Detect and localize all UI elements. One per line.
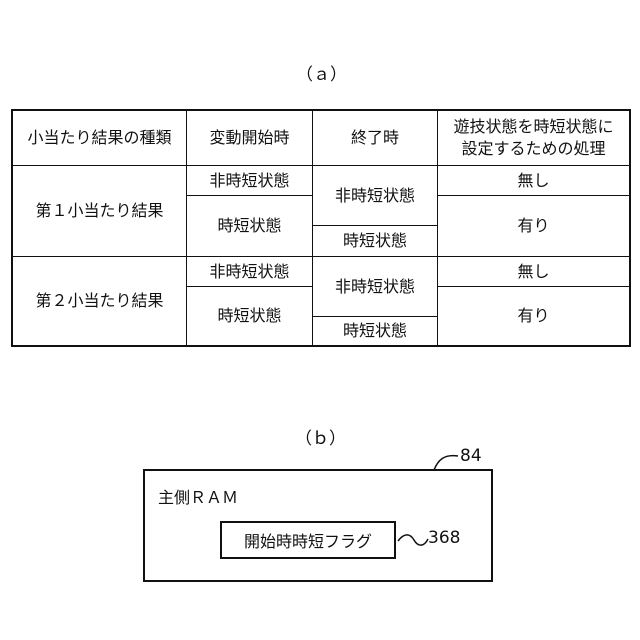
- row1-start-b: 時短状態: [187, 196, 312, 256]
- table-border-right: [629, 109, 631, 347]
- row1-proc-b: 有り: [438, 196, 629, 256]
- ram-ref-number: 84: [460, 446, 482, 466]
- start-time-short-flag: 開始時時短フラグ: [220, 521, 396, 559]
- table-border-bottom: [11, 345, 631, 347]
- part-b-label: （ｂ）: [295, 424, 345, 449]
- header-process-line2: 設定するための処理: [461, 138, 605, 160]
- row2-proc-b: 有り: [438, 287, 629, 345]
- header-process: 遊技状態を時短状態に 設定するための処理: [438, 111, 629, 165]
- row2-start-b: 時短状態: [187, 287, 312, 345]
- header-process-line1: 遊技状態を時短状態に: [453, 116, 613, 138]
- row1-end-a: 非時短状態: [313, 166, 437, 225]
- row1-proc-a: 無し: [438, 166, 629, 195]
- flag-label: 開始時時短フラグ: [244, 528, 372, 552]
- row2-start-a: 非時短状態: [187, 257, 312, 286]
- row2-result: 第２小当たり結果: [13, 257, 186, 345]
- header-end: 終了時: [313, 111, 437, 165]
- row1-end-b: 時短状態: [313, 226, 437, 256]
- header-start: 変動開始時: [187, 111, 312, 165]
- ram-title: 主側ＲＡＭ: [158, 484, 238, 508]
- row1-start-a: 非時短状態: [187, 166, 312, 195]
- row2-proc-a: 無し: [438, 257, 629, 286]
- flag-ref-leader: [396, 530, 430, 550]
- flag-ref-number: 368: [428, 528, 460, 548]
- row2-end-a: 非時短状態: [313, 257, 437, 316]
- result-table: 小当たり結果の種類 変動開始時 終了時 遊技状態を時短状態に 設定するための処理…: [0, 0, 640, 360]
- row1-result: 第１小当たり結果: [13, 166, 186, 256]
- header-type: 小当たり結果の種類: [13, 111, 186, 165]
- row2-end-b: 時短状態: [313, 317, 437, 345]
